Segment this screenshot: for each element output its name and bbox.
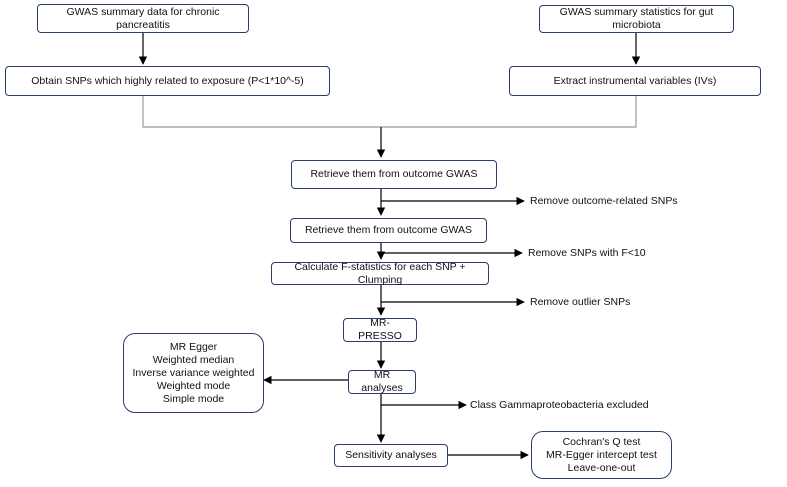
- calc-f-box: Calculate F-statistics for each SNP + Cl…: [271, 260, 489, 286]
- gwas-pancreatitis-box: GWAS summary data for chronic pancreatit…: [37, 4, 249, 33]
- remove-outlier-label: Remove outlier SNPs: [530, 296, 631, 308]
- remove-outcome-label: Remove outcome-related SNPs: [530, 195, 678, 207]
- method-item: Inverse variance weighted: [132, 366, 255, 379]
- methods-box: MR Egger Weighted median Inverse varianc…: [123, 333, 264, 413]
- sensitivity-test-item: Leave-one-out: [567, 461, 636, 474]
- sensitivity-test-item: MR-Egger intercept test: [546, 448, 657, 461]
- gwas-pancreatitis-label: GWAS summary data for chronic pancreatit…: [66, 5, 220, 31]
- mr-presso-box: MR-PRESSO: [343, 317, 417, 342]
- sensitivity-box: Sensitivity analyses: [334, 444, 448, 467]
- method-item: Simple mode: [162, 392, 225, 405]
- sensitivity-label: Sensitivity analyses: [345, 449, 437, 461]
- retrieve-1-box: Retrieve them from outcome GWAS: [291, 160, 497, 189]
- extract-ivs-label: Extract instrumental variables (IVs): [553, 74, 717, 87]
- sensitivity-tests-box: Cochran's Q test MR-Egger intercept test…: [531, 431, 672, 479]
- sensitivity-test-item: Cochran's Q test: [562, 435, 641, 448]
- merge-bracket: [142, 96, 637, 128]
- gwas-microbiota-label: GWAS summary statistics for gut microbio…: [559, 6, 714, 31]
- method-item: Weighted median: [152, 353, 235, 366]
- remove-f-label: Remove SNPs with F<10: [528, 247, 646, 259]
- gwas-microbiota-box: GWAS summary statistics for gut microbio…: [539, 5, 734, 33]
- mr-analyses-box: MR analyses: [348, 369, 416, 394]
- class-excluded-label: Class Gammaproteobacteria excluded: [470, 399, 649, 411]
- mr-analyses-label: MR analyses: [361, 369, 403, 394]
- retrieve-2-label: Retrieve them from outcome GWAS: [304, 224, 473, 236]
- extract-ivs-box: Extract instrumental variables (IVs): [509, 66, 761, 96]
- calc-f-label: Calculate F-statistics for each SNP + Cl…: [294, 260, 466, 286]
- method-item: Weighted mode: [156, 379, 231, 392]
- method-item: MR Egger: [169, 340, 218, 353]
- mr-presso-label: MR-PRESSO: [358, 317, 402, 342]
- retrieve-1-label: Retrieve them from outcome GWAS: [310, 168, 478, 180]
- obtain-snps-box: Obtain SNPs which highly related to expo…: [5, 66, 330, 96]
- retrieve-2-box: Retrieve them from outcome GWAS: [290, 218, 487, 243]
- obtain-snps-label: Obtain SNPs which highly related to expo…: [31, 74, 304, 87]
